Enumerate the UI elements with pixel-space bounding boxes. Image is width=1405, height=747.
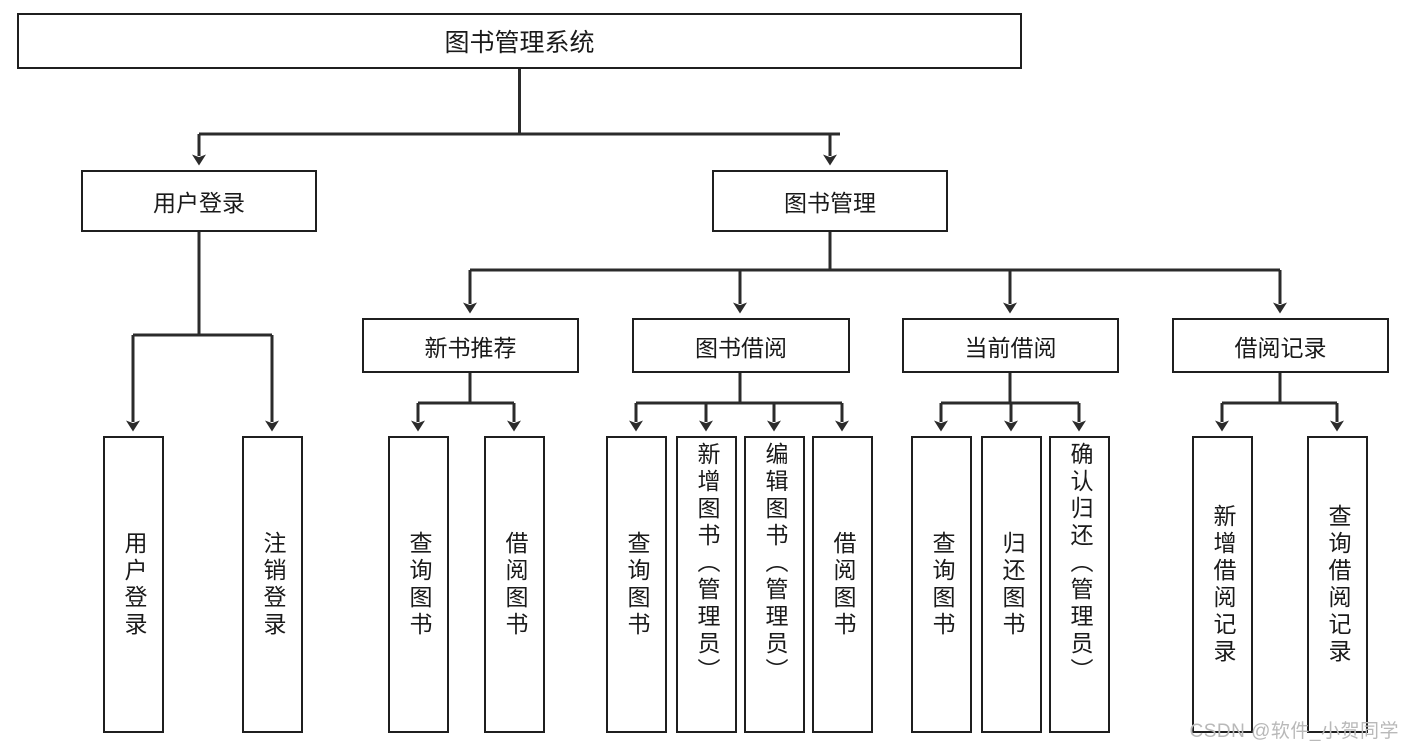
leaf-edit-book-admin-label: 编辑图书（管理员）: [762, 442, 788, 685]
node-current-borrow[interactable]: 当前借阅: [902, 318, 1119, 373]
node-user-login-label: 用户登录: [153, 190, 245, 216]
leaf-edit-book-admin[interactable]: 编辑图书（管理员）: [744, 436, 805, 733]
leaf-logout[interactable]: 注销登录: [242, 436, 303, 733]
leaf-add-borrow-record-label: 新增借阅记录: [1210, 503, 1236, 666]
node-root-label: 图书管理系统: [444, 29, 595, 57]
leaf-borrow-book-label: 借阅图书: [830, 530, 856, 639]
watermark: CSDN @软件_小贺同学: [1189, 721, 1399, 742]
leaf-add-book-admin[interactable]: 新增图书（管理员）: [676, 436, 737, 733]
node-book-borrow-label: 图书借阅: [695, 334, 787, 361]
node-book-management[interactable]: 图书管理: [712, 170, 948, 232]
leaf-query-borrow-record[interactable]: 查询借阅记录: [1307, 436, 1368, 733]
node-root[interactable]: 图书管理系统: [17, 13, 1022, 69]
leaf-logout-label: 注销登录: [260, 530, 286, 639]
leaf-borrow-book[interactable]: 借阅图书: [812, 436, 873, 733]
leaf-add-borrow-record[interactable]: 新增借阅记录: [1192, 436, 1253, 733]
leaf-confirm-return-admin[interactable]: 确认归还（管理员）: [1049, 436, 1110, 733]
leaf-query-book-borrow[interactable]: 查询图书: [606, 436, 667, 733]
node-borrow-record[interactable]: 借阅记录: [1172, 318, 1389, 373]
node-book-management-label: 图书管理: [784, 190, 876, 216]
leaf-user-login[interactable]: 用户登录: [103, 436, 164, 733]
leaf-query-book-current-label: 查询图书: [929, 530, 955, 639]
leaf-user-login-label: 用户登录: [121, 530, 147, 639]
leaf-add-book-admin-label: 新增图书（管理员）: [694, 442, 720, 685]
leaf-query-borrow-record-label: 查询借阅记录: [1325, 503, 1351, 666]
leaf-query-book-borrow-label: 查询图书: [624, 530, 650, 639]
node-book-borrow[interactable]: 图书借阅: [632, 318, 850, 373]
node-new-book-recommend-label: 新书推荐: [424, 334, 517, 361]
leaf-confirm-return-admin-label: 确认归还（管理员）: [1067, 442, 1093, 685]
leaf-return-book-label: 归还图书: [999, 530, 1025, 639]
node-current-borrow-label: 当前借阅: [964, 334, 1057, 361]
leaf-query-book-new-label: 查询图书: [406, 530, 432, 639]
leaf-query-book-current[interactable]: 查询图书: [911, 436, 972, 733]
leaf-return-book[interactable]: 归还图书: [981, 436, 1042, 733]
node-new-book-recommend[interactable]: 新书推荐: [362, 318, 579, 373]
node-user-login[interactable]: 用户登录: [81, 170, 317, 232]
leaf-borrow-book-new-label: 借阅图书: [502, 530, 528, 639]
node-borrow-record-label: 借阅记录: [1234, 334, 1327, 361]
leaf-borrow-book-new[interactable]: 借阅图书: [484, 436, 545, 733]
leaf-query-book-new[interactable]: 查询图书: [388, 436, 449, 733]
